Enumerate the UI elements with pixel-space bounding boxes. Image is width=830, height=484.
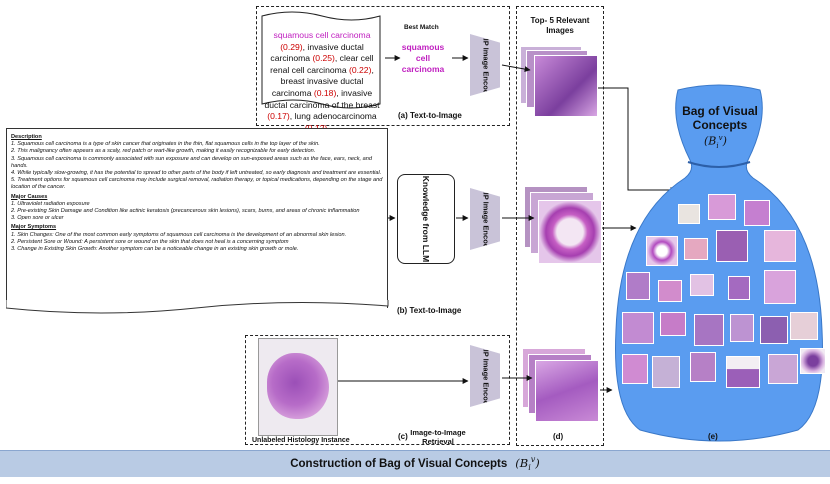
panel-a-letter: (a) bbox=[398, 111, 408, 120]
top5-title: Top- 5 Relevant Images bbox=[530, 16, 590, 35]
bag-tile bbox=[694, 314, 724, 346]
bag-tile bbox=[660, 312, 686, 336]
match-score: (0.17) bbox=[267, 111, 290, 122]
bag-tile bbox=[760, 316, 788, 344]
bag-tile bbox=[768, 354, 798, 384]
match-separator: , bbox=[371, 64, 374, 75]
bag-tile bbox=[744, 200, 770, 226]
panel-b-caption-text: Text-to-Image bbox=[409, 306, 462, 315]
match-score: (0.18) bbox=[313, 87, 337, 98]
bag-tile bbox=[728, 276, 750, 300]
bag-tile bbox=[708, 194, 736, 220]
bag-tile bbox=[690, 352, 716, 382]
bag-symbol-open: (B bbox=[704, 134, 717, 148]
section-line: 1. Squamous cell carcinoma is a type of … bbox=[11, 141, 320, 148]
panel-d-letter: (d) bbox=[553, 432, 564, 441]
bag-tile bbox=[790, 312, 818, 340]
bag-tile bbox=[684, 238, 708, 260]
bag-tile bbox=[622, 354, 648, 384]
best-match-value: squamous cell carcinoma bbox=[401, 42, 445, 74]
match-name: lung adenocarcinoma bbox=[294, 111, 377, 122]
footer-text: Construction of Bag of Visual Concepts bbox=[290, 458, 508, 470]
match-name: invasive ductal carcinoma bbox=[270, 41, 364, 64]
bag-tile bbox=[646, 236, 678, 266]
match-score: (0.12) bbox=[305, 123, 327, 133]
match-score: (0.29) bbox=[280, 41, 303, 52]
section-line: 1. Skin Changes: One of the most common … bbox=[11, 231, 347, 238]
stack-a-img-1 bbox=[534, 55, 598, 117]
match-separator: , bbox=[336, 87, 342, 98]
best-match-label: Best Match bbox=[404, 24, 439, 31]
match-name: invasive ductal carcinoma of the breast bbox=[264, 87, 380, 110]
footer-symbol-open: (B bbox=[515, 456, 529, 471]
match-list-card bbox=[261, 11, 381, 109]
llm-knowledge-box: Knowledge from LLM bbox=[397, 174, 455, 264]
section-line: 1. Ultraviolet radiation exposure bbox=[11, 200, 90, 207]
match-list: squamous cell carcinoma (0.29), invasive… bbox=[263, 30, 381, 134]
bag-tile bbox=[622, 312, 654, 344]
match-score: (0.25) bbox=[312, 53, 335, 64]
panel-c-caption-text: Image-to-Image Retrieval bbox=[410, 428, 466, 446]
panel-a-caption-text: Text-to-Image bbox=[410, 111, 462, 120]
document-wavy-bottom bbox=[6, 300, 389, 314]
bag-tile bbox=[726, 356, 760, 388]
panel-b-letter: (b) bbox=[397, 306, 408, 315]
bag-title: Bag of Visual Concepts bbox=[682, 104, 758, 132]
bag-tile bbox=[716, 230, 748, 262]
footer-symbol: (Biv) bbox=[515, 455, 540, 473]
panel-c-box bbox=[245, 335, 510, 445]
bag-tile bbox=[658, 280, 682, 302]
plip-encoder-c: PLIP Image Encoder bbox=[470, 345, 500, 407]
section-line: 4. While typically slow-growing, it has … bbox=[11, 170, 382, 177]
panel-d-box bbox=[516, 6, 604, 446]
section-line: 2. Persistent Sore or Wound: A persisten… bbox=[11, 238, 289, 245]
bag-shape bbox=[615, 84, 823, 442]
bag-tile bbox=[764, 270, 796, 304]
bag-tile bbox=[678, 204, 700, 224]
match-name: clear cell renal cell carcinoma bbox=[270, 53, 374, 75]
section-heading: Major Symptoms bbox=[11, 224, 57, 231]
instance-label: Unlabeled Histology Instance bbox=[252, 437, 350, 444]
section-line: 3. Squamous cell carcinoma is commonly a… bbox=[11, 155, 372, 169]
match-name: squamous cell carcinoma bbox=[273, 30, 371, 40]
panel-b-caption: (b) Text-to-Image bbox=[397, 306, 461, 315]
section-line: 3. Open sore or ulcer bbox=[11, 215, 64, 222]
section-heading: Major Causes bbox=[11, 193, 48, 200]
tissue-blob bbox=[267, 353, 329, 419]
section-heading: Description bbox=[11, 134, 42, 140]
match-separator: , bbox=[302, 41, 308, 52]
stack-c-img-1 bbox=[535, 360, 599, 422]
section-line: 5. Treatment options for squamous cell c… bbox=[11, 177, 383, 191]
match-separator: , bbox=[289, 111, 295, 122]
panel-a-caption: (a) Text-to-Image bbox=[398, 111, 462, 120]
section-line: 2. Pre-existing Skin Damage and Conditio… bbox=[11, 208, 360, 215]
bag-tile bbox=[730, 314, 754, 342]
histology-instance-image bbox=[258, 338, 338, 436]
plip-encoder-b: PLIP Image Encoder bbox=[470, 188, 500, 250]
match-separator: , bbox=[334, 53, 340, 64]
bag-tile bbox=[652, 356, 680, 388]
stack-b-img-1 bbox=[538, 200, 602, 264]
bag-tile bbox=[764, 230, 796, 262]
plip-encoder-a: PLIP Image Encoder bbox=[470, 34, 500, 96]
arrow-top-images-to-bag bbox=[598, 87, 677, 193]
bag-tile bbox=[800, 348, 826, 374]
bag-tile bbox=[690, 274, 714, 296]
bag-symbol: (Biv) bbox=[704, 134, 727, 150]
bag-tile bbox=[626, 272, 650, 300]
footer-banner: Construction of Bag of Visual Concepts (… bbox=[0, 450, 830, 477]
section-line: 3. Change in Existing Skin Growth: Anoth… bbox=[11, 246, 299, 253]
match-name: breast invasive ductal carcinoma bbox=[271, 76, 364, 98]
section-line: 2. This malignancy often appears as a sc… bbox=[11, 148, 316, 155]
panel-e-letter: (e) bbox=[708, 432, 718, 441]
match-score: (0.22) bbox=[348, 64, 372, 75]
arrow-encoder-a-to-images bbox=[501, 64, 531, 73]
panel-c-letter: (c) bbox=[398, 432, 408, 441]
match-separator: ,.... bbox=[327, 123, 339, 133]
